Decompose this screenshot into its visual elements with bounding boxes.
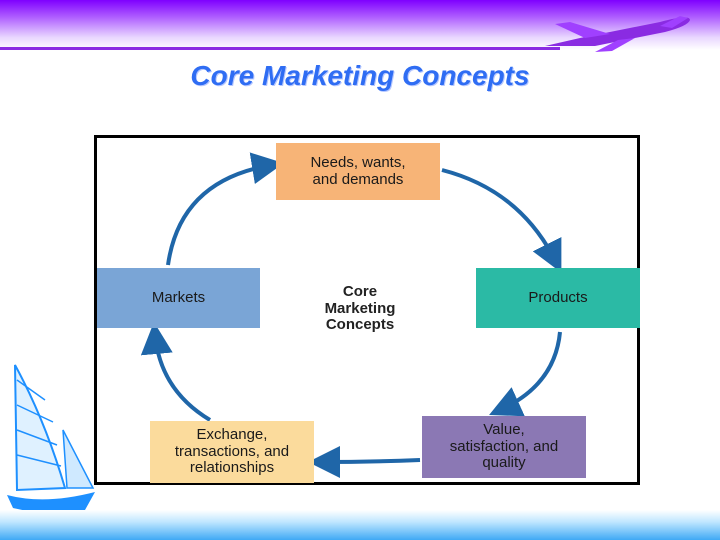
node-markets-label: Markets <box>151 288 206 306</box>
top-accent-line <box>0 47 560 50</box>
arrow-markets-to-needs <box>166 152 284 266</box>
slide-title: Core Marketing Concepts <box>190 60 530 91</box>
center-label: Core Marketing Concepts <box>324 283 396 333</box>
node-products-label: Products <box>528 288 588 306</box>
node-needs-wants-demands: Needs, wants, and demands <box>276 143 440 200</box>
node-exchange-label: Exchange, transactions, and relationship… <box>174 426 290 477</box>
sailboat-icon <box>7 364 95 513</box>
node-products: Products <box>476 268 640 328</box>
arrow-exchange-to-markets <box>140 322 212 422</box>
node-needs-label: Needs, wants, and demands <box>310 154 406 188</box>
arrow-needs-to-products <box>441 168 562 273</box>
node-value-label: Value, satisfaction, and quality <box>449 421 559 472</box>
airplane-icon <box>545 16 690 52</box>
node-exchange-transactions-relationships: Exchange, transactions, and relationship… <box>150 421 314 483</box>
arrow-products-to-value <box>489 331 562 417</box>
bottom-gradient-band <box>0 510 720 540</box>
node-markets: Markets <box>97 268 260 328</box>
node-value-satisfaction-quality: Value, satisfaction, and quality <box>422 416 586 478</box>
arrow-value-to-exchange <box>308 445 421 478</box>
